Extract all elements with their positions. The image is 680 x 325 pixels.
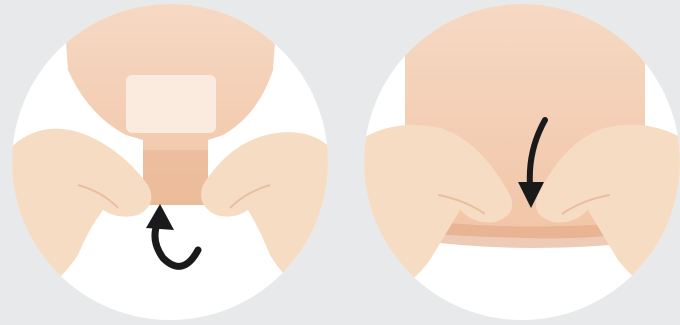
step-roll-outlet: [360, 0, 680, 325]
pouch-outlet-tab: [143, 150, 208, 205]
roll-outlet-illustration: [360, 0, 680, 325]
step-fold-outlet: [8, 0, 333, 325]
pouch-window: [126, 75, 216, 133]
fold-outlet-illustration: [8, 0, 333, 325]
